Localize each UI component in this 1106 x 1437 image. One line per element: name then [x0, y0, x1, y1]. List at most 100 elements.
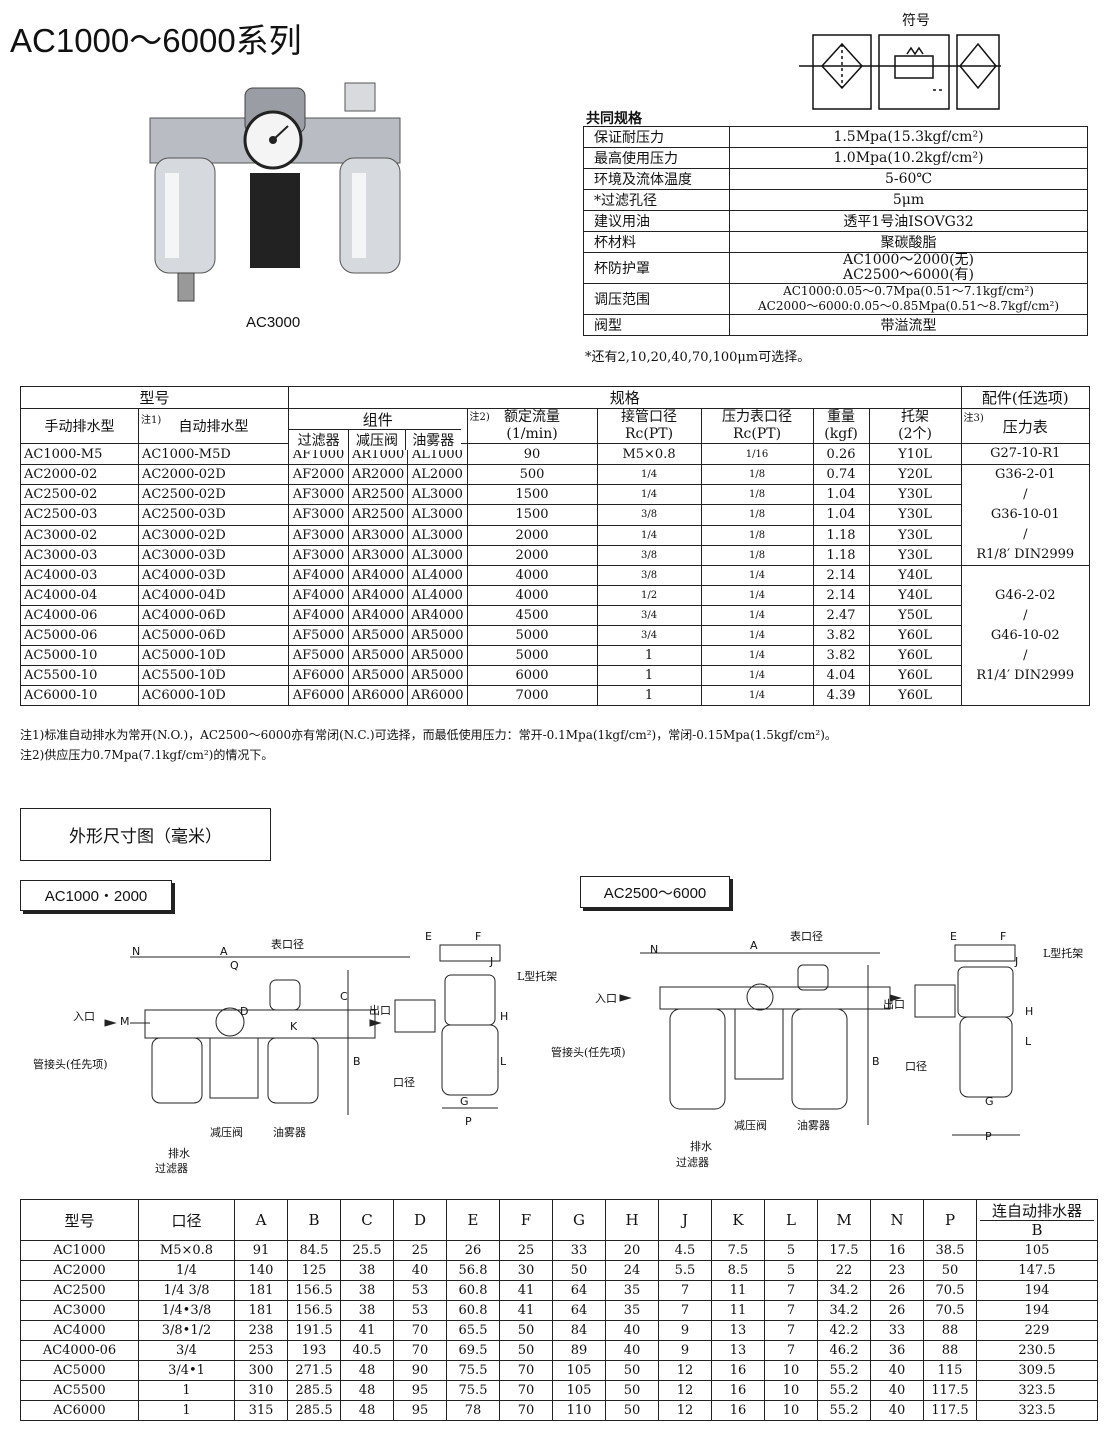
table-cell: 1.04 [812, 484, 870, 506]
dim-cell: 110 [552, 1400, 606, 1421]
gauge-group-cell: G36-2-01/G36-10-01/R1/8′ DIN2999 [960, 464, 1091, 566]
table-cell: 2.47 [812, 605, 870, 626]
dim-cell: 5 [764, 1240, 818, 1261]
table-cell: 4000 [466, 585, 598, 606]
dim-cell: 12 [658, 1400, 712, 1421]
table-cell: AC3000-03 [20, 544, 139, 567]
table-cell: AR2000 [347, 463, 409, 486]
dim-cell: 5.5 [658, 1260, 712, 1281]
dimension-letter: F [1000, 930, 1006, 943]
dim-cell: 105 [552, 1380, 606, 1401]
dimension-letter: E [950, 930, 957, 943]
table-cell: AF5000 [288, 625, 349, 646]
dim-header: H [605, 1199, 659, 1241]
table-cell: AC2500-02D [138, 484, 289, 506]
gauge-option: G46-10-02 [990, 627, 1060, 643]
dim-header: 口径 [138, 1199, 235, 1241]
auto-drain-head: 连自动排水器 [991, 1201, 1082, 1220]
dim-cell: 22 [817, 1260, 871, 1281]
bracket-label: 托架 [901, 409, 930, 425]
dim-cell: 36 [870, 1340, 924, 1361]
spec-key: 杯材料 [583, 231, 730, 253]
table-cell: AL4000 [407, 565, 468, 586]
dim-cell: 9 [658, 1320, 712, 1341]
table-cell: AF3000 [288, 544, 349, 567]
table-cell: 2.14 [812, 565, 870, 586]
auto-drain-sub: B [980, 1219, 1094, 1239]
page-title: AC1000～6000系列 [10, 22, 302, 59]
dim-cell: 34.2 [817, 1280, 871, 1301]
table-cell: AL4000 [407, 585, 468, 606]
dim-cell: 48 [340, 1360, 394, 1381]
dim-cell: 50 [552, 1260, 606, 1281]
dim-cell: 48 [340, 1400, 394, 1421]
table-cell: 4500 [466, 605, 598, 626]
note-1: 注1)标准自动排水为常开(N.O.)，AC2500～6000亦有常闭(N.C.)… [20, 728, 837, 742]
table-cell: 1/2 [596, 585, 702, 606]
dim-cell: 194 [976, 1280, 1098, 1301]
table-cell: AC5000-10D [138, 645, 289, 666]
table-cell: AL3000 [407, 544, 468, 567]
spec-row: 阀型 带溢流型 [583, 314, 1088, 336]
dim-cell: 26 [446, 1240, 500, 1261]
dim-header: K [711, 1199, 765, 1241]
dim-cell: 11 [711, 1300, 765, 1321]
dim-cell: 271.5 [287, 1360, 341, 1381]
table-cell: 1/8 [700, 484, 814, 506]
dim-cell: 4.5 [658, 1240, 712, 1261]
dim-cell: 25.5 [340, 1240, 394, 1261]
table-cell: AC3000-03D [138, 544, 289, 567]
table-cell: AC4000-06 [20, 605, 139, 626]
dim-cell: 7.5 [711, 1240, 765, 1261]
table-cell: AC1000-M5 [20, 443, 139, 465]
table-cell: Y30L [868, 524, 962, 546]
dim-cell: 105 [552, 1360, 606, 1381]
filter-label: 过滤器 [155, 1162, 188, 1175]
table-cell: AR5000 [347, 625, 409, 646]
spec-key: 建议用油 [583, 210, 730, 232]
dim-cell: 55.2 [817, 1380, 871, 1401]
dim-cell: 64 [552, 1300, 606, 1321]
header-bracket: 托架 (2个) [868, 408, 962, 444]
dim-cell: 10 [764, 1400, 818, 1421]
port-label: 口径 [393, 1076, 415, 1089]
dim-cell: 1/4 [138, 1260, 235, 1281]
dim-cell: 95 [393, 1400, 447, 1421]
table-cell: AL3000 [407, 484, 468, 506]
table-cell: 0.74 [812, 463, 870, 486]
table-cell: 1/4 [700, 585, 814, 606]
table-cell: 2.14 [812, 585, 870, 606]
dim-cell: 34.2 [817, 1300, 871, 1321]
dim-cell: 50 [605, 1400, 659, 1421]
dim-cell: 75.5 [446, 1360, 500, 1381]
spec-key: 保证耐压力 [583, 126, 730, 148]
dim-cell: 50 [605, 1380, 659, 1401]
gauge-option: / [1023, 607, 1028, 623]
dim-header: N [870, 1199, 924, 1241]
dimension-letter: M [120, 1015, 130, 1028]
dim-cell: 70.5 [923, 1280, 977, 1301]
component-subheader: 过滤器 减压阀 油雾器 [288, 429, 461, 450]
dim-cell: 40 [605, 1320, 659, 1341]
dim-cell: 20 [605, 1240, 659, 1261]
table-cell: Y40L [868, 585, 962, 606]
dim-header: E [446, 1199, 500, 1241]
table-cell: 1/4 [596, 524, 702, 546]
dim-cell: 60.8 [446, 1280, 500, 1301]
dim-cell: 17.5 [817, 1240, 871, 1261]
dim-cell: 41 [499, 1280, 553, 1301]
table-cell: 1/4 [700, 565, 814, 586]
dim-cell: 89 [552, 1340, 606, 1361]
dim-cell: 147.5 [976, 1260, 1098, 1281]
table-cell: AC5500-10 [20, 665, 139, 686]
dim-cell: 24 [605, 1260, 659, 1281]
dim-cell: AC1000 [20, 1240, 139, 1261]
gauge-group-cell: G46-2-02/G46-10-02/R1/4′ DIN2999 [960, 565, 1091, 706]
table-cell: AC4000-04 [20, 585, 139, 606]
table-cell: 1/8 [700, 524, 814, 546]
